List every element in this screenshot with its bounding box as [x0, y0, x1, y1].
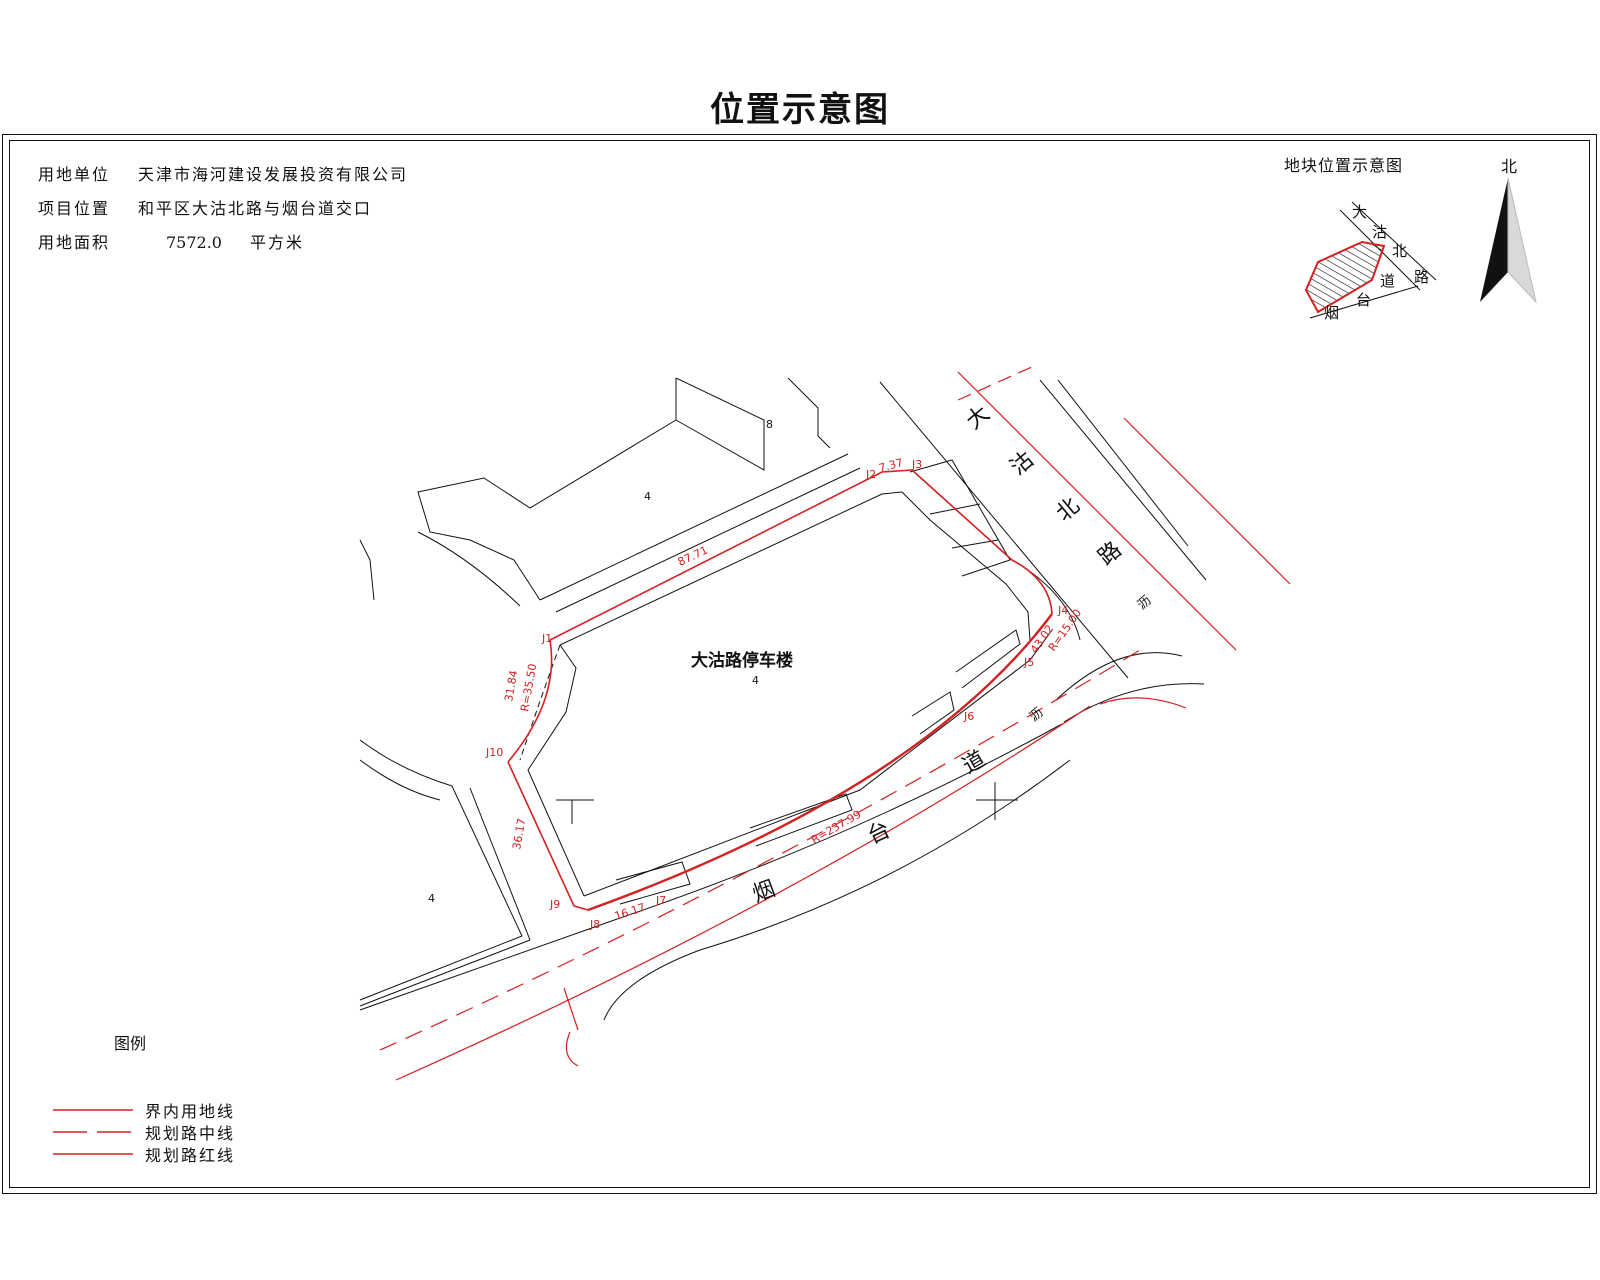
point-J2: J2 [865, 468, 876, 481]
mini-road-yan: 烟 [1324, 304, 1339, 322]
building-floors-2: 4 [644, 490, 651, 503]
dim-7-37: 7.37 [877, 456, 904, 475]
surface-labels: 沥 沥 [1027, 593, 1155, 725]
point-J10: J10 [485, 746, 503, 759]
outer-frame [2, 134, 1597, 1194]
point-J3: J3 [911, 458, 922, 471]
legend-label-site-line: 界内用地线 [145, 1102, 236, 1121]
mini-road-gu: 沽 [1372, 223, 1387, 241]
floor-labels: 8 4 4 4 [428, 418, 773, 905]
info-area-value: 7572.0 [166, 233, 222, 252]
mini-map-labels: 大 沽 北 路 道 台 烟 [1324, 203, 1429, 322]
mini-map-title: 地块位置示意图 [1284, 156, 1404, 175]
mini-road-dao: 道 [1380, 272, 1395, 290]
road-label-tai: 台 [864, 817, 895, 849]
legend-title: 图例 [114, 1034, 147, 1053]
info-area-label: 用地面积 [38, 233, 111, 252]
info-block: 用地单位 天津市海河建设发展投资有限公司 项目位置 和平区大沽北路与烟台道交口 … [38, 158, 408, 260]
point-J7: J7 [655, 894, 666, 907]
surface-label-1: 沥 [1135, 593, 1155, 613]
info-location-value: 和平区大沽北路与烟台道交口 [138, 199, 373, 218]
info-row-area: 用地面积 7572.0 平方米 [38, 226, 408, 260]
road-label-dao: 道 [959, 747, 991, 780]
page-title: 位置示意图 [710, 90, 890, 130]
road-label-yan: 烟 [750, 877, 779, 908]
dim-r237-99: R=237.99 [809, 808, 863, 847]
dim-16-17: 16.17 [613, 901, 647, 923]
site-name: 大沽路停车楼 [691, 650, 793, 671]
red-lines [379, 365, 1291, 1081]
dim-31-84: 31.84 [502, 669, 520, 702]
legend-label-center-line: 规划路中线 [145, 1124, 236, 1143]
north-label: 北 [1501, 157, 1518, 176]
dim-36-17: 36.17 [510, 817, 528, 850]
road-label-bei: 北 [1052, 493, 1085, 526]
north-arrow-icon [1480, 177, 1537, 304]
point-J9: J9 [549, 898, 560, 911]
info-row-location: 项目位置 和平区大沽北路与烟台道交口 [38, 192, 408, 226]
point-J4: J4 [1057, 604, 1068, 617]
building-floors-1: 8 [766, 418, 773, 431]
info-area-unit: 平方米 [249, 233, 304, 252]
road-label-lu: 路 [1094, 537, 1127, 570]
inner-frame [9, 140, 1590, 1188]
info-unit-label: 用地单位 [38, 165, 111, 184]
road-label-da: 大 [962, 401, 995, 434]
site-boundary [507, 469, 1053, 912]
mini-map [1304, 201, 1437, 319]
point-J1: J1 [541, 632, 552, 645]
info-row-unit: 用地单位 天津市海河建设发展投资有限公司 [38, 158, 408, 192]
mini-map-site [1304, 240, 1386, 314]
road-labels: 大 沽 北 路 道 台 烟 [750, 401, 1127, 907]
point-J6: J6 [963, 710, 974, 723]
info-location-label: 项目位置 [38, 199, 111, 218]
mini-road-lu: 路 [1414, 268, 1429, 286]
info-unit-value: 天津市海河建设发展投资有限公司 [138, 165, 409, 184]
road-label-gu: 沽 [1006, 447, 1039, 480]
mini-road-da: 大 [1352, 203, 1367, 221]
surface-label-2: 沥 [1027, 705, 1047, 725]
building-floors-3: 4 [428, 892, 435, 905]
mini-road-bei: 北 [1392, 242, 1407, 260]
point-J5: J5 [1023, 656, 1034, 669]
mini-road-tai: 台 [1356, 291, 1371, 309]
dimension-labels: J1 J2 J3 J4 J5 J6 J7 J8 J9 J10 87.71 7.3… [485, 456, 1084, 931]
point-J8: J8 [589, 918, 600, 931]
dim-r35-50: R=35.50 [518, 663, 539, 713]
base-map [359, 377, 1207, 1021]
site-floors: 4 [752, 674, 759, 687]
legend-label-red-line: 规划路红线 [145, 1146, 236, 1165]
